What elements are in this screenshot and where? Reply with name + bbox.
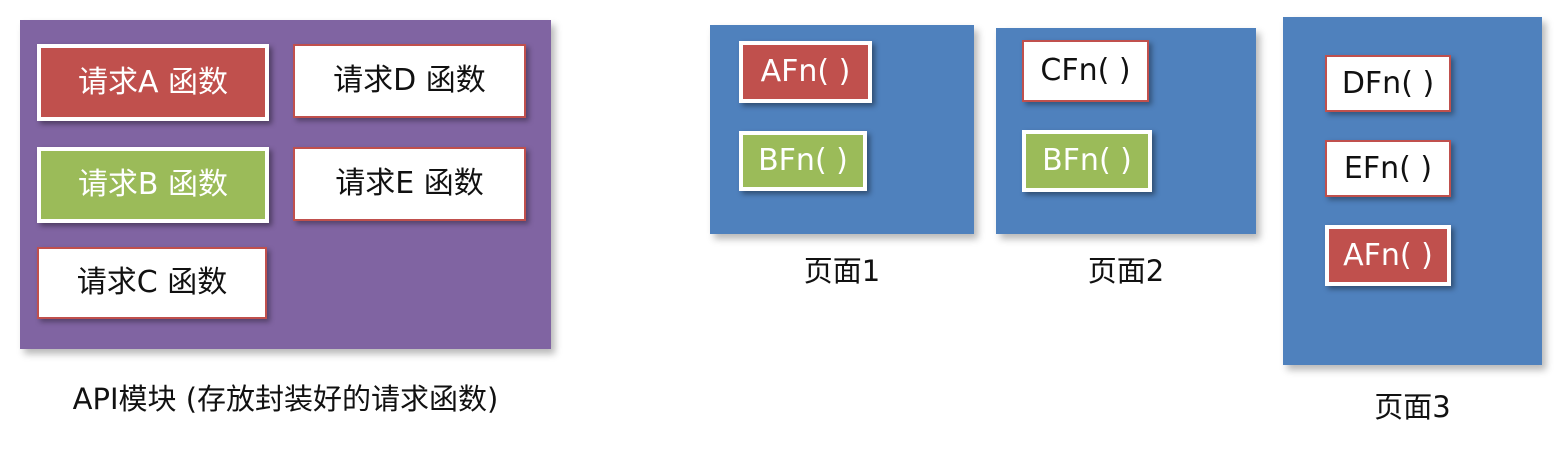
api-fn-request-d: 请求D 函数 — [293, 44, 526, 118]
page3-caption: 页面3 — [1374, 390, 1451, 424]
api-fn-request-b: 请求B 函数 — [37, 147, 269, 223]
page2-call-bfn: BFn( ) — [1022, 130, 1152, 192]
api-fn-request-e: 请求E 函数 — [293, 147, 526, 221]
page1-caption: 页面1 — [803, 254, 881, 288]
page2-call-cfn: CFn( ) — [1022, 40, 1149, 102]
api-fn-request-c: 请求C 函数 — [37, 247, 267, 319]
page1-call-bfn: BFn( ) — [739, 131, 867, 191]
page3-call-dfn: DFn( ) — [1325, 55, 1451, 112]
page1-call-afn: AFn( ) — [739, 41, 872, 103]
page3-call-afn: AFn( ) — [1325, 225, 1451, 286]
page2-caption: 页面2 — [1087, 254, 1165, 288]
page3-box: DFn( ) EFn( ) AFn( ) — [1283, 17, 1542, 365]
api-module-box: 请求A 函数 请求D 函数 请求B 函数 请求E 函数 请求C 函数 — [20, 20, 551, 349]
api-module-caption: API模块 (存放封装好的请求函数) — [72, 382, 499, 416]
api-fn-request-a: 请求A 函数 — [37, 44, 269, 121]
page3-call-efn: EFn( ) — [1325, 140, 1451, 197]
page2-box: CFn( ) BFn( ) — [996, 28, 1256, 234]
page1-box: AFn( ) BFn( ) — [710, 25, 974, 234]
